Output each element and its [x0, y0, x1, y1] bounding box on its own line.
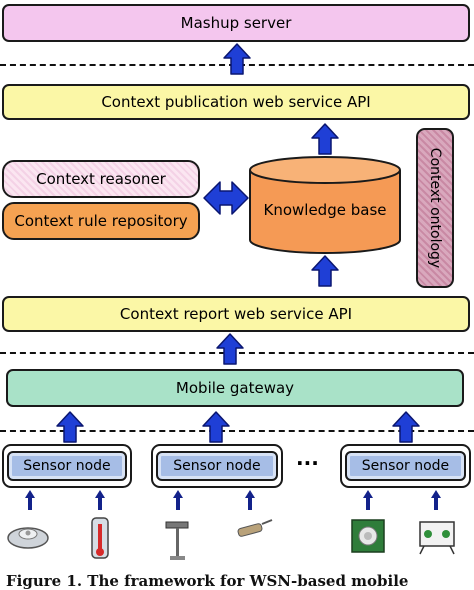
- arrow-up-to-knowledge-base-icon: [311, 255, 339, 287]
- context-rule-repository-box: Context rule repository: [2, 202, 200, 240]
- sensor-node-3: Sensor node: [345, 451, 466, 481]
- context-reasoner-label: Context reasoner: [36, 170, 166, 188]
- arrow-up-from-sensor-2-icon: [202, 411, 230, 443]
- figure-caption: Figure 1. The framework for WSN-based mo…: [6, 572, 409, 590]
- arrow-up-to-report-api-icon: [216, 333, 244, 365]
- knowledge-base-label-box: Knowledge base: [250, 190, 400, 230]
- context-publication-api-label: Context publication web service API: [101, 93, 371, 111]
- arrow-up-to-mashup-icon: [223, 43, 251, 75]
- context-report-api-label: Context report web service API: [119, 305, 353, 323]
- arrow-device-2-icon: [95, 490, 105, 510]
- board-sensor-device-icon: [419, 521, 455, 555]
- sensor-node-1: Sensor node: [7, 451, 127, 481]
- pcb-sensor-device-icon: [351, 519, 385, 553]
- arrow-device-5-icon: [363, 490, 373, 510]
- arrow-up-from-sensor-1-icon: [56, 411, 84, 443]
- sensor-node-3-label: Sensor node: [361, 458, 450, 474]
- mobile-gateway-label: Mobile gateway: [175, 379, 295, 397]
- bidirectional-arrow-icon: [203, 181, 249, 215]
- sensor-node-2-label: Sensor node: [173, 458, 261, 474]
- knowledge-base-label: Knowledge base: [263, 201, 387, 219]
- probe-sensor-device-icon: [237, 519, 273, 537]
- sensor-node-2: Sensor node: [156, 451, 278, 481]
- context-publication-api-box: Context publication web service API: [2, 84, 470, 120]
- round-sensor-device-icon: [7, 527, 49, 549]
- more-sensor-nodes-ellipsis: ...: [296, 446, 319, 470]
- weather-station-device-icon: [165, 521, 189, 560]
- context-report-api-box: Context report web service API: [2, 296, 470, 332]
- separator-line-bottom: [0, 430, 474, 432]
- context-rule-repository-label: Context rule repository: [14, 212, 188, 230]
- arrow-up-to-publication-api-icon: [311, 123, 339, 155]
- arrow-device-3-icon: [173, 490, 183, 510]
- thermometer-device-icon: [91, 517, 109, 559]
- arrow-device-1-icon: [25, 490, 35, 510]
- arrow-device-4-icon: [245, 490, 255, 510]
- mobile-gateway-box: Mobile gateway: [6, 369, 464, 407]
- sensor-node-1-label: Sensor node: [23, 458, 111, 474]
- knowledge-base-cylinder: [249, 156, 401, 254]
- mashup-server-box: Mashup server: [2, 4, 470, 42]
- context-reasoner-box: Context reasoner: [2, 160, 200, 198]
- context-ontology-box: Context ontology: [416, 128, 454, 288]
- mashup-server-label: Mashup server: [180, 14, 292, 32]
- arrow-up-from-sensor-3-icon: [392, 411, 420, 443]
- arrow-device-6-icon: [431, 490, 441, 510]
- separator-line-middle: [0, 352, 474, 354]
